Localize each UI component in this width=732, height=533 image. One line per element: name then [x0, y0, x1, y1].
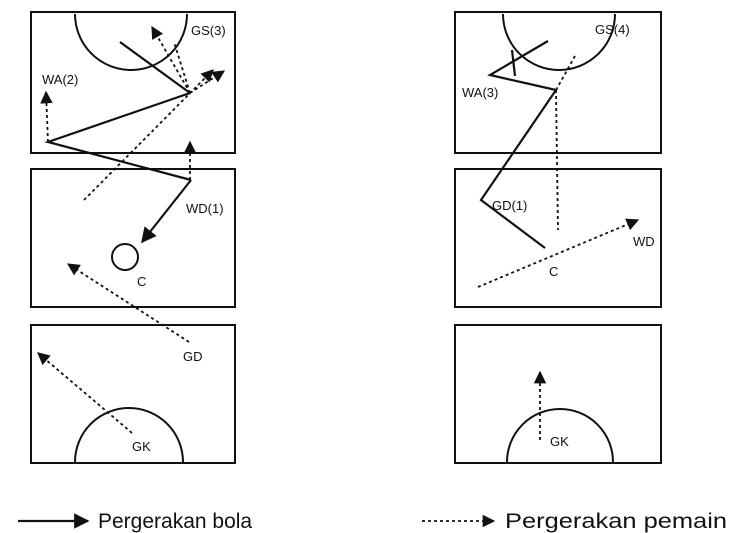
right-label-c: C: [549, 264, 558, 279]
right-label-wa: WA(3): [462, 85, 498, 100]
right-ball-pass-branch: [510, 49, 517, 77]
right-ball-pass-path: [479, 40, 558, 249]
left-shooting-circle-bottom: [74, 407, 184, 463]
left-attacking-third: [30, 11, 236, 154]
legend-ball-label: Pergerakan bola: [98, 510, 252, 533]
left-diagram: GS(3) WA(2) WD(1) C GD GK: [30, 11, 236, 464]
left-label-wa: WA(2): [42, 72, 78, 87]
left-defending-third: [30, 324, 236, 464]
legend: Pergerakan bola Pergerakan pemain: [18, 510, 727, 533]
right-center-third: [454, 168, 662, 308]
left-player-run-gs-b: [173, 41, 191, 94]
right-player-run-wd: [477, 218, 640, 288]
left-center-third: [30, 168, 236, 308]
left-player-run-gk: [37, 352, 133, 434]
right-label-wd: WD: [633, 234, 655, 249]
left-player-run-diagonal: [83, 69, 214, 201]
left-label-gs: GS(3): [191, 23, 226, 38]
left-ball-pass-2: [44, 91, 192, 182]
right-shooting-circle-top: [502, 13, 616, 71]
left-player-run-wa: [40, 90, 53, 143]
right-shooting-circle-bottom: [506, 408, 614, 463]
left-label-gk: GK: [132, 439, 151, 454]
right-label-gk: GK: [550, 434, 569, 449]
left-player-run-gs-c: [189, 70, 226, 94]
right-attacking-third: [454, 11, 662, 154]
left-label-gd: GD: [183, 349, 203, 364]
left-shooting-circle-top: [74, 13, 188, 71]
right-player-run-vertical: [555, 89, 559, 231]
right-player-run-gs: [555, 55, 576, 91]
right-defending-third: [454, 324, 662, 464]
right-label-gd: GD(1): [492, 198, 527, 213]
left-ball-pass-1: [141, 179, 192, 244]
right-label-gs: GS(4): [595, 22, 630, 37]
legend-player-label: Pergerakan pemain: [505, 510, 727, 533]
left-player-run-gd: [66, 263, 190, 343]
left-player-run-gs-a: [151, 25, 191, 94]
left-label-c: C: [137, 274, 146, 289]
left-label-wd: WD(1): [186, 201, 224, 216]
left-ball-pass-3: [119, 41, 191, 94]
right-diagram: GS(4) WA(3) GD(1) WD C GK: [454, 11, 662, 464]
left-centre-circle: [111, 243, 139, 271]
